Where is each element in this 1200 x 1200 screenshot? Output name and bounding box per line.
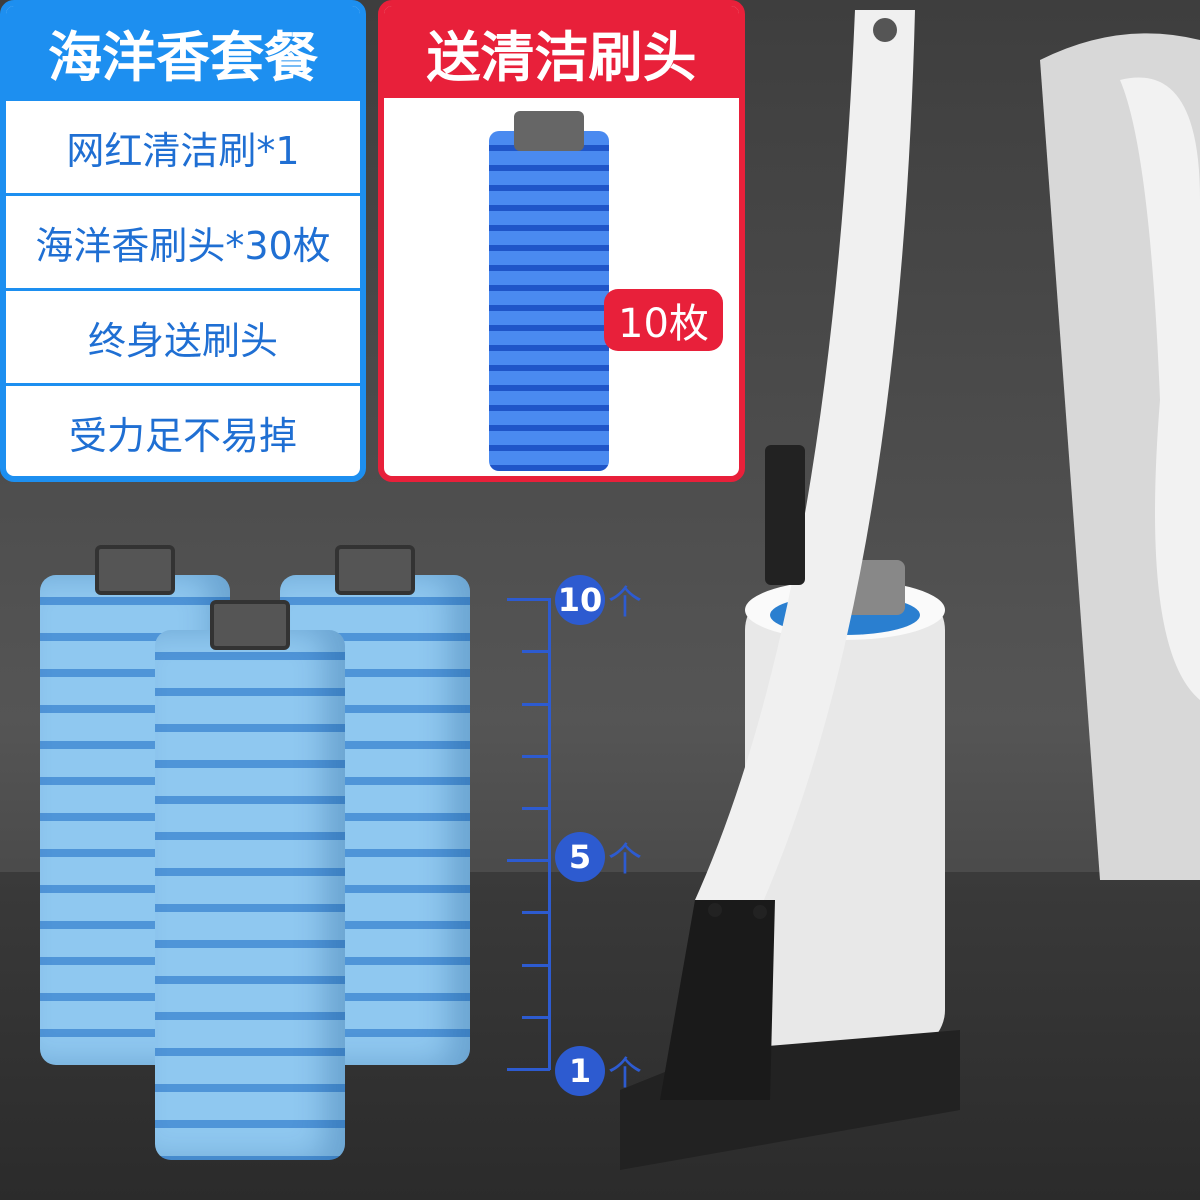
scale-tick: [507, 1068, 550, 1071]
scale-tick: [522, 650, 550, 654]
scale-tick: [522, 963, 550, 967]
brush-head-roll-image: [489, 111, 609, 471]
package-title: 海洋香套餐: [6, 6, 360, 98]
scale-label-10: 10: [555, 575, 605, 625]
package-item: 受力足不易掉: [6, 383, 360, 476]
scale-tick: [522, 754, 550, 758]
scale-unit: 个: [608, 583, 642, 623]
height-scale: [548, 598, 551, 1070]
package-item: 海洋香刷头*30枚: [6, 193, 360, 288]
gift-count-badge: 10枚: [604, 289, 723, 351]
package-panel: 海洋香套餐 网红清洁刷*1 海洋香刷头*30枚 终身送刷头 受力足不易掉: [0, 0, 366, 482]
gift-title: 送清洁刷头: [384, 6, 739, 98]
scale-tick: [522, 807, 550, 810]
scale-label-5: 5: [555, 832, 605, 882]
scale-tick: [522, 1015, 550, 1019]
package-item: 网红清洁刷*1: [6, 98, 360, 193]
scale-tick: [507, 598, 550, 602]
toilet-brush-product-image: [620, 10, 1200, 1170]
gift-panel: 送清洁刷头 10枚: [378, 0, 745, 482]
scale-label-1: 1: [555, 1046, 605, 1096]
scale-unit: 个: [608, 840, 642, 880]
scale-tick: [522, 702, 550, 706]
package-item: 终身送刷头: [6, 288, 360, 383]
scale-tick: [507, 859, 550, 863]
scale-tick: [522, 911, 550, 915]
brush-head-stack: [155, 600, 345, 1160]
